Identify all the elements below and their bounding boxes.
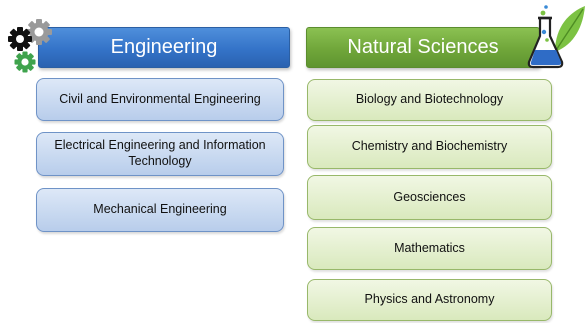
natural-sciences-item-biology[interactable]: Biology and Biotechnology bbox=[307, 79, 552, 121]
natural-sciences-title: Natural Sciences bbox=[347, 36, 499, 58]
natural-sciences-item-label: Biology and Biotechnology bbox=[355, 92, 504, 107]
engineering-title: Engineering bbox=[110, 36, 218, 58]
engineering-header: Engineering bbox=[38, 27, 290, 68]
natural-sciences-header: Natural Sciences bbox=[306, 27, 540, 68]
engineering-item-label: Mechanical Engineering bbox=[93, 202, 227, 217]
natural-sciences-item-label: Mathematics bbox=[394, 240, 465, 255]
flask-leaf-icon bbox=[527, 5, 585, 69]
engineering-item-civil[interactable]: Civil and Environmental Engineering bbox=[36, 78, 284, 121]
engineering-item-label: Civil and Environmental Engineering bbox=[59, 91, 261, 106]
natural-sciences-item-geosciences[interactable]: Geosciences bbox=[307, 175, 552, 220]
natural-sciences-item-label: Physics and Astronomy bbox=[364, 292, 495, 307]
natural-sciences-item-chemistry[interactable]: Chemistry and Biochemistry bbox=[307, 125, 552, 169]
natural-sciences-item-mathematics[interactable]: Mathematics bbox=[307, 227, 552, 270]
engineering-item-mechanical[interactable]: Mechanical Engineering bbox=[36, 188, 284, 232]
engineering-item-electrical[interactable]: Electrical Engineering and Information T… bbox=[36, 132, 284, 176]
engineering-item-label: Electrical Engineering and Information T… bbox=[54, 138, 266, 168]
natural-sciences-item-label: Geosciences bbox=[393, 189, 466, 204]
gears-icon bbox=[8, 19, 52, 73]
natural-sciences-item-label: Chemistry and Biochemistry bbox=[351, 139, 508, 154]
natural-sciences-item-physics[interactable]: Physics and Astronomy bbox=[307, 279, 552, 321]
